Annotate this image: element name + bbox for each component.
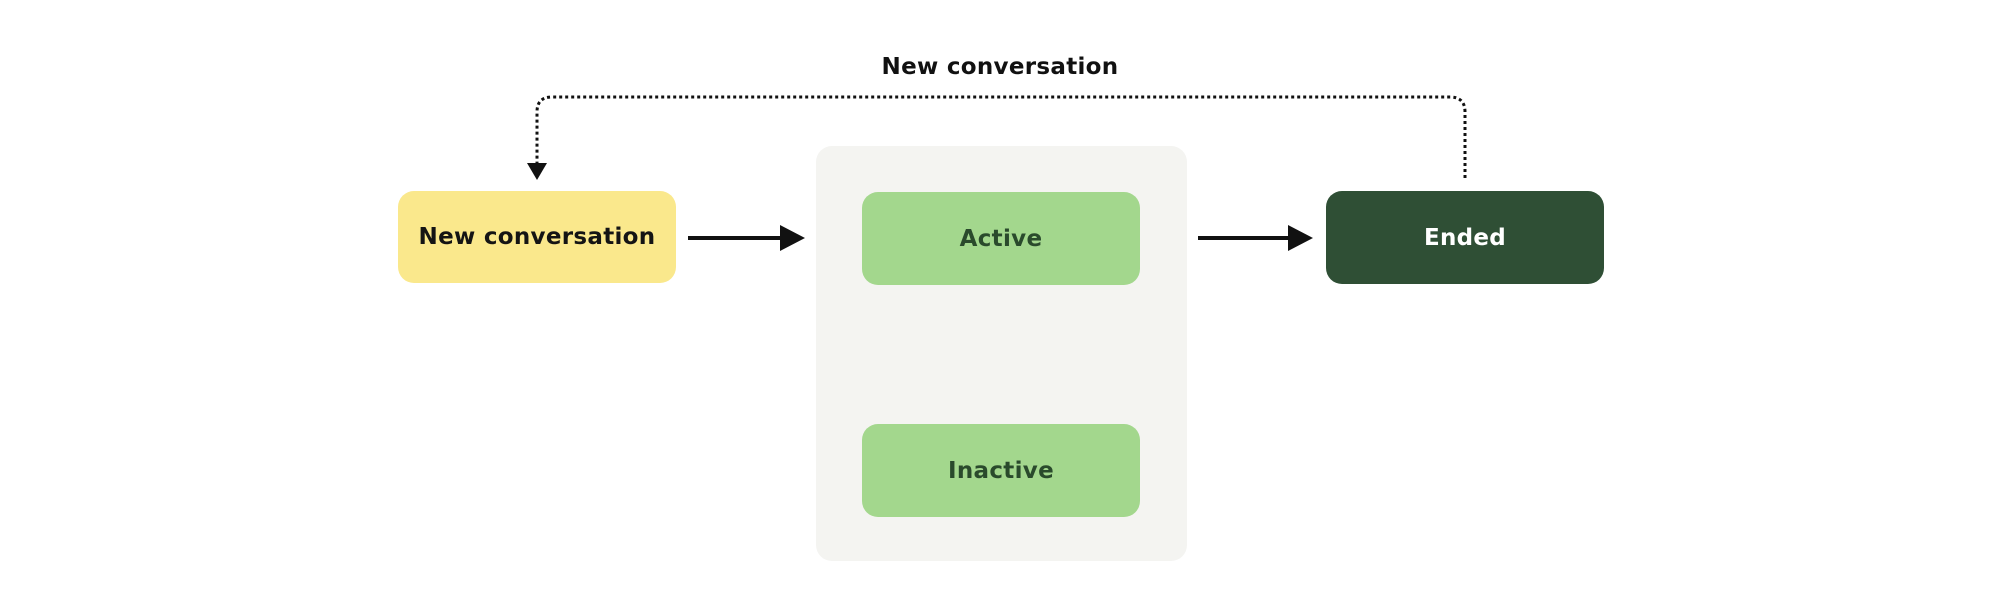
node-inactive: Inactive xyxy=(862,424,1140,517)
arrow-active-to-ended-head xyxy=(1288,225,1313,251)
node-inactive-label: Inactive xyxy=(948,457,1054,484)
loop-edge-label: New conversation xyxy=(881,54,1119,80)
loop-arrowhead xyxy=(527,163,547,180)
node-ended: Ended xyxy=(1326,191,1604,284)
node-ended-label: Ended xyxy=(1423,224,1507,251)
node-new-conversation-label: New conversation xyxy=(418,224,656,250)
node-active-label: Active xyxy=(959,225,1043,252)
arrow-new-to-active-head xyxy=(780,225,805,251)
node-active: Active xyxy=(862,192,1140,285)
node-new-conversation: New conversation xyxy=(398,191,676,283)
loop-connector-dotted xyxy=(535,95,1467,178)
